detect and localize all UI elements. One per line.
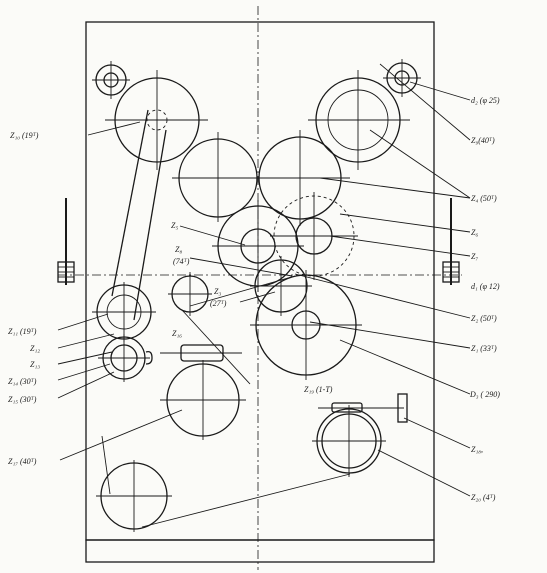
centre-lines xyxy=(58,6,462,570)
label-z12: Z₁₂ xyxy=(30,344,40,353)
label-z15: Z₁₅ (30ᵀ) xyxy=(8,395,37,404)
pulley-top-right xyxy=(383,59,421,97)
label-d1: d₁ (φ 12) xyxy=(471,282,500,291)
gear-z17 xyxy=(160,360,246,440)
shaft-right xyxy=(442,198,460,285)
gear-z6 xyxy=(270,192,358,280)
machine-frame xyxy=(85,21,435,563)
label-z16: Z₁₆ xyxy=(172,329,182,338)
label-d3: D₃ ( 290) xyxy=(469,390,500,399)
label-z9: Z₉(40ᵀ) xyxy=(471,136,495,145)
gear-z20 xyxy=(312,405,386,477)
label-z20: Z₂₀ (4ᵀ) xyxy=(471,493,496,502)
worm-z16 xyxy=(160,344,242,362)
gear-z10 xyxy=(105,70,208,170)
frame-base xyxy=(85,539,435,563)
label-z13: Z₁₃ xyxy=(30,360,40,369)
shaft-left xyxy=(57,198,75,285)
label-z3: Z₃ xyxy=(214,287,221,296)
label-z3-teeth: (27ᵀ) xyxy=(210,299,227,308)
label-z8: Z₈ xyxy=(175,245,182,254)
label-z8-teeth: (74ᵀ) xyxy=(173,257,190,266)
gear-z11 xyxy=(92,282,156,342)
label-z7: Z₇ xyxy=(471,252,478,261)
label-z19: Z₁₉ (1-T) xyxy=(304,385,333,394)
gear-z9 xyxy=(308,70,410,170)
label-z17: Z₁₇ (40ᵀ) xyxy=(8,457,37,466)
gear-z3-small xyxy=(168,272,212,316)
label-d2: d₂ (φ 25) xyxy=(471,96,500,105)
label-z10: Z₁₀ (19ᵀ) xyxy=(10,131,39,140)
pulley-top-left xyxy=(92,61,130,99)
worm-z19 xyxy=(318,393,408,423)
gear-bottom-left xyxy=(96,460,172,532)
gear-z4 xyxy=(252,130,350,226)
leader-lines xyxy=(57,63,471,497)
belts xyxy=(101,109,351,528)
label-z6: Z₆ xyxy=(471,228,478,237)
frame-outline xyxy=(85,21,435,541)
label-z2: Z₂ (50ᵀ) xyxy=(471,314,497,323)
label-z4: Z₄ (50ᵀ) xyxy=(471,194,497,203)
gear-intermediate-left xyxy=(172,132,262,222)
gear-z13 xyxy=(98,334,153,382)
label-z14: Z₁₄ (30ᵀ) xyxy=(8,377,37,386)
label-z5: Z₅ xyxy=(171,221,178,230)
label-z11: Z₁₁ (19ᵀ) xyxy=(8,327,37,336)
gear-z3 xyxy=(250,256,312,316)
labels: d₂ (φ 25) Z₉(40ᵀ) Z₁₀ (19ᵀ) Z₄ (50ᵀ) Z₅ … xyxy=(8,96,500,502)
label-z1: Z₁ (33ᵀ) xyxy=(471,344,497,353)
gear-z1 xyxy=(250,270,362,380)
label-z18: Z₁₈, xyxy=(471,445,483,454)
